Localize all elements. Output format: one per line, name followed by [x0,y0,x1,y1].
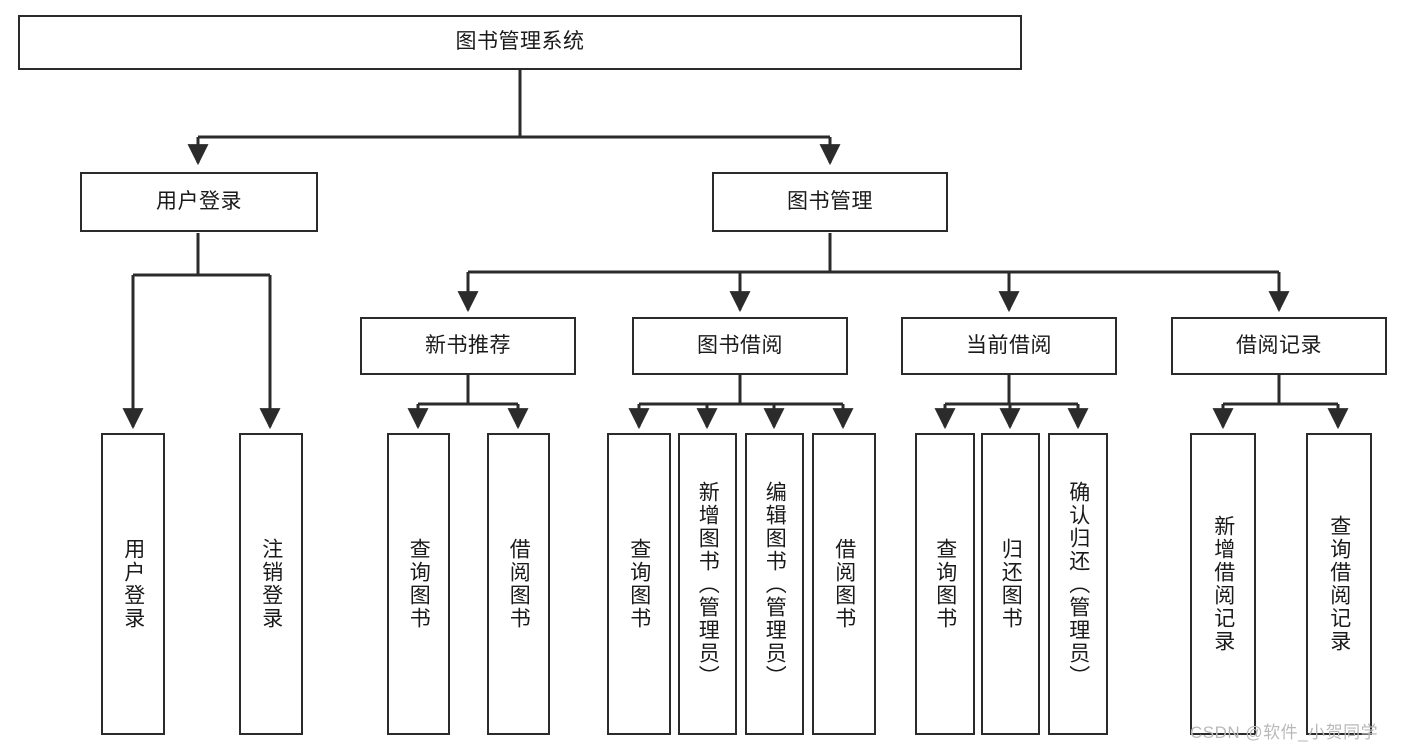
node-book-manage-label: 图书管理 [787,189,873,213]
node-borrow-record-label: 借阅记录 [1236,333,1322,357]
node-leaf-return-book-label: 归还图书 [999,538,1023,630]
node-book-borrow[interactable]: 图书借阅 [632,317,848,375]
node-leaf-user-login-label: 用户登录 [121,538,145,630]
node-leaf-user-logout[interactable]: 注销登录 [239,433,303,735]
node-leaf-user-login[interactable]: 用户登录 [101,433,165,735]
node-leaf-query-book-1[interactable]: 查询图书 [387,433,450,735]
node-new-book-recommend[interactable]: 新书推荐 [360,317,576,375]
node-leaf-add-record[interactable]: 新增借阅记录 [1190,433,1256,735]
node-user-login-label: 用户登录 [156,189,242,213]
node-leaf-query-book-3-label: 查询图书 [933,538,957,630]
csdn-watermark: CSDN @软件_小贺同学 [1190,723,1379,742]
node-root[interactable]: 图书管理系统 [18,15,1022,70]
node-new-book-recommend-label: 新书推荐 [425,333,511,357]
node-leaf-edit-book-label: 编辑图书（管理员） [763,480,787,688]
node-leaf-return-book[interactable]: 归还图书 [981,433,1040,735]
node-leaf-query-record[interactable]: 查询借阅记录 [1306,433,1372,735]
node-leaf-query-book-2[interactable]: 查询图书 [607,433,671,735]
node-current-borrow-label: 当前借阅 [966,333,1052,357]
node-leaf-user-logout-label: 注销登录 [259,538,283,630]
node-leaf-query-record-label: 查询借阅记录 [1327,515,1351,653]
node-leaf-edit-book[interactable]: 编辑图书（管理员） [745,433,804,735]
node-leaf-add-book-label: 新增图书（管理员） [696,480,720,688]
node-leaf-query-book-2-label: 查询图书 [627,538,651,630]
node-leaf-borrow-book-2[interactable]: 借阅图书 [812,433,876,735]
node-user-login[interactable]: 用户登录 [80,172,318,232]
node-book-manage[interactable]: 图书管理 [712,172,948,232]
node-leaf-borrow-book-1[interactable]: 借阅图书 [487,433,550,735]
node-book-borrow-label: 图书借阅 [697,333,783,357]
node-current-borrow[interactable]: 当前借阅 [901,317,1117,375]
node-leaf-add-record-label: 新增借阅记录 [1211,515,1235,653]
node-borrow-record[interactable]: 借阅记录 [1171,317,1387,375]
node-leaf-borrow-book-2-label: 借阅图书 [832,538,856,630]
node-leaf-confirm-return-label: 确认归还（管理员） [1066,480,1090,688]
node-leaf-confirm-return[interactable]: 确认归还（管理员） [1048,433,1108,735]
node-leaf-query-book-3[interactable]: 查询图书 [915,433,975,735]
node-root-label: 图书管理系统 [455,30,585,54]
node-leaf-borrow-book-1-label: 借阅图书 [507,538,531,630]
node-leaf-query-book-1-label: 查询图书 [407,538,431,630]
node-leaf-add-book[interactable]: 新增图书（管理员） [678,433,737,735]
